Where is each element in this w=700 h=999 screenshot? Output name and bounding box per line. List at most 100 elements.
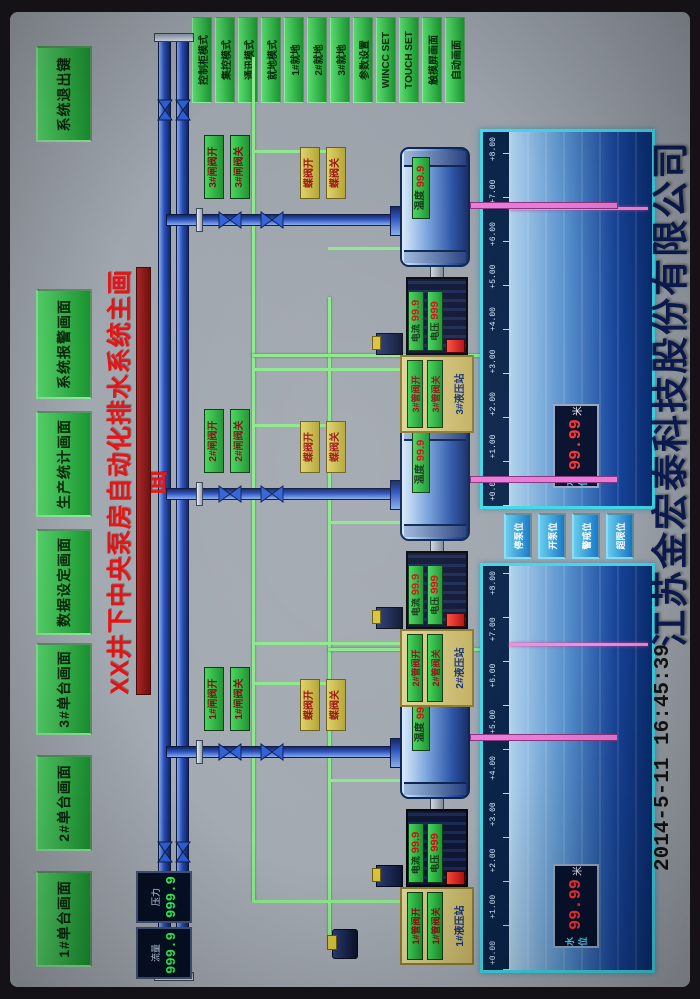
suction-pipe [470,476,618,483]
current-label: 电流 [410,324,421,343]
butterfly-close-tag: 蝶阀关 [326,147,346,199]
pump-unit-1: 1#闸阀开 1#闸阀关 蝶阀开 蝶阀关 1#管阀开 1#管阀关 1#液压站 电流… [160,665,680,965]
hydraulic-panel: 3#管阀开 3#管阀关 3#液压站 [400,355,474,433]
aux-pipe [252,642,400,645]
gate-close-tag: 3#闸阀关 [230,135,250,199]
motor-terminal-box [446,871,465,885]
mode-button-central[interactable]: 集控模式 [215,17,235,103]
pressure-value: 999.9 [163,876,180,919]
pump-temp-tag: 温度 99.9 [412,431,430,493]
mode-button-wincc-set[interactable]: WINCC SET [376,17,396,103]
check-valve-icon [218,743,242,761]
riser-flange [196,208,203,232]
aux-pipe [252,900,400,903]
riser-flange [196,482,203,506]
motor-current-tag: 电流 99.9 [408,823,424,883]
aux-pipe [328,247,406,250]
hydraulic-panel: 2#管阀开 2#管阀关 2#液压站 [400,629,474,707]
voltage-label: 电压 [429,854,440,873]
current-value: 99.9 [409,831,422,854]
pump-unit-2: 2#闸阀开 2#闸阀关 蝶阀开 蝶阀关 2#管阀开 2#管阀关 2#液压站 电流… [160,407,680,707]
voltage-value: 999 [428,833,441,852]
temp-value: 99.9 [414,165,427,188]
gate-valve-icon [260,211,284,229]
level-legend-start: 开泵位 [538,513,566,559]
title-underline [136,267,151,695]
riser-flange [196,740,203,764]
pump-temp-tag: 温度 99.9 [412,157,430,219]
current-value: 99.9 [409,299,422,322]
hydraulic-station-label: 2#液压站 [455,647,466,689]
monitor-photo-frame: 1#单台画面 2#单台画面 3#单台画面 数据设定画面 生产统计画面 系统报警画… [10,12,690,987]
motor-voltage-tag: 电压 999 [427,291,443,351]
menu-button-system-alarm[interactable]: 系统报警画面 [36,289,92,399]
pump-body [400,421,470,541]
current-label: 电流 [410,856,421,875]
gate-valve-icon [175,99,191,121]
suction-pipe [470,734,618,741]
hydraulic-panel: 1#管阀开 1#管阀关 1#液压站 [400,887,474,965]
menu-button-unit2[interactable]: 2#单台画面 [36,755,92,851]
aux-pipe [328,521,406,524]
gate-valve-icon [157,841,173,863]
pipe-valve-open-strip: 2#管阀开 [407,634,423,702]
temp-label: 温度 [415,722,426,743]
mode-button-touch-set[interactable]: TOUCH SET [399,17,419,103]
motor-terminal-box [446,339,465,353]
menu-button-unit3[interactable]: 3#单台画面 [36,643,92,735]
check-valve-icon [218,485,242,503]
voltage-value: 999 [428,301,441,320]
hmi-screen: 1#单台画面 2#单台画面 3#单台画面 数据设定画面 生产统计画面 系统报警画… [10,12,690,987]
mode-button-touchscreen[interactable]: 触摸屏画面 [422,17,442,103]
gate-valve-icon [157,99,173,121]
gate-valve-icon [260,743,284,761]
voltage-label: 电压 [429,322,440,341]
temp-label: 温度 [415,464,426,485]
level-legend-stop: 停泵位 [504,513,532,559]
mode-button-local-3[interactable]: 3#就地 [330,17,350,103]
aux-pipe [328,779,406,782]
temp-value: 99.9 [414,439,427,462]
voltage-value: 999 [428,575,441,594]
menu-button-unit1[interactable]: 1#单台画面 [36,871,92,967]
motor-voltage-tag: 电压 999 [427,565,443,625]
menu-button-production-stats[interactable]: 生产统计画面 [36,411,92,517]
hydraulic-pump-icon [376,333,403,355]
pipe-flange-right [154,33,194,42]
flow-value: 999.9 [163,932,180,975]
hydraulic-station-label: 3#液压站 [455,373,466,415]
pump-unit-3: 3#闸阀开 3#闸阀关 蝶阀开 蝶阀关 3#管阀开 3#管阀关 3#液压站 电流… [160,133,680,433]
mode-button-local-2[interactable]: 2#就地 [307,17,327,103]
temp-label: 温度 [415,190,426,211]
current-value: 99.9 [409,573,422,596]
voltage-label: 电压 [429,596,440,615]
current-label: 电流 [410,598,421,617]
flow-readout: 流量 999.9 [136,927,192,979]
pipe-valve-open-strip: 1#管阀开 [407,892,423,960]
gate-valve-icon [260,485,284,503]
hydraulic-pump-icon [376,607,403,629]
pump-body [400,147,470,267]
butterfly-open-tag: 蝶阀开 [300,147,320,199]
motor-current-tag: 电流 99.9 [408,291,424,351]
aux-pipe [252,368,400,371]
motor-terminal-box [446,613,465,627]
hydraulic-pump-icon [376,865,403,887]
mode-button-parameters[interactable]: 参数设置 [353,17,373,103]
motor-voltage-tag: 电压 999 [427,823,443,883]
mode-button-local[interactable]: 就地模式 [261,17,281,103]
system-exit-button[interactable]: 系统退出键 [36,46,92,142]
pressure-readout: 压力 999.9 [136,871,192,923]
pipe-valve-open-strip: 3#管阀开 [407,360,423,428]
mode-button-auto-screen[interactable]: 自动画面 [445,17,465,103]
pipe-valve-close-strip: 2#管阀关 [427,634,443,702]
mode-button-comm[interactable]: 通讯模式 [238,17,258,103]
level-legend-overlimit: 超限位 [606,513,634,559]
mode-button-cabinet[interactable]: 控制柜模式 [192,17,212,103]
pipe-valve-close-strip: 3#管阀关 [427,360,443,428]
pipe-valve-close-strip: 1#管阀关 [427,892,443,960]
pressure-label: 压力 [150,888,161,907]
menu-button-data-setting[interactable]: 数据设定画面 [36,529,92,635]
mode-button-local-1[interactable]: 1#就地 [284,17,304,103]
check-valve-icon [218,211,242,229]
